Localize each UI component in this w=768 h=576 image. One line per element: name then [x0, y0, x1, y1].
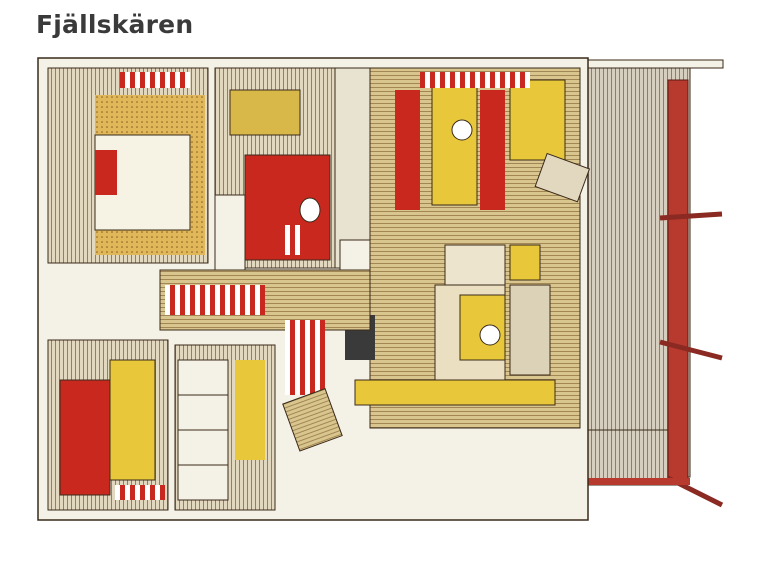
storage	[174, 344, 276, 511]
bedroom-main	[47, 67, 209, 264]
living-room	[345, 67, 591, 429]
plan-title: Fjällskären	[36, 10, 194, 39]
bedroom-small	[47, 339, 169, 511]
hallway	[159, 269, 371, 452]
bathroom	[214, 67, 336, 276]
kitchen	[334, 67, 376, 276]
